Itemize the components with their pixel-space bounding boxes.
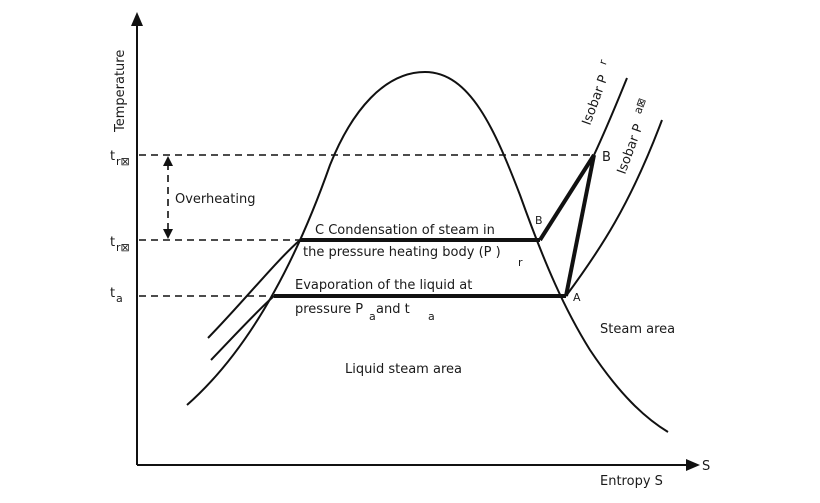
condensation-label-line1: C Condensation of steam in — [315, 223, 495, 238]
y-axis-arrow-icon — [131, 12, 143, 26]
liquid-steam-area-label: Liquid steam area — [345, 362, 462, 377]
y-axis-label: Temperature — [113, 50, 128, 133]
process-line-a-to-b — [564, 154, 596, 297]
t-a-tick: t a — [110, 286, 123, 305]
isobar-pr-curve — [593, 77, 628, 156]
point-a-label: A — [573, 291, 581, 304]
x-axis-arrow-icon — [686, 459, 700, 471]
process-line-b-to-b — [538, 153, 596, 242]
condensation-label-sub: r — [518, 256, 523, 269]
evaporation-label-line1: Evaporation of the liquid at — [295, 278, 472, 293]
t-r-label: t — [110, 235, 115, 250]
evaporation-label-line2a: pressure P — [295, 302, 363, 317]
overheating-arrow-up-icon — [163, 156, 173, 166]
axes — [131, 12, 700, 471]
x-axis-label: Entropy S — [600, 474, 663, 489]
evaporation-label-sub-t: a — [428, 310, 435, 323]
point-b-lower-label: B — [535, 214, 543, 227]
t-r-prime-tick: t r⊠ — [110, 149, 130, 168]
point-b-upper-label: B — [602, 150, 611, 165]
overheating-label: Overheating — [175, 192, 255, 207]
t-r-prime-label: t — [110, 149, 115, 164]
t-a-sub: a — [116, 292, 123, 305]
isobar-pa-sub: a⊠ — [631, 96, 649, 115]
t-r-sub: r⊠ — [116, 241, 130, 254]
isobar-pr-sub: r — [596, 58, 610, 67]
evaporation-label-sub-a: a — [369, 310, 376, 323]
evaporation-label-line2b: and t — [376, 302, 410, 317]
x-axis-arrow-label: S — [702, 459, 710, 474]
isobar-pa-curve — [565, 119, 663, 297]
isobar-pr-text: Isobar P — [580, 73, 612, 127]
isobar-pa-label: Isobar P a⊠ — [615, 96, 649, 176]
liquid-isobar-upper — [207, 239, 301, 339]
condensation-label-line2: the pressure heating body (P ) — [303, 245, 501, 260]
overheating-arrow-down-icon — [163, 229, 173, 239]
t-r-tick: t r⊠ — [110, 235, 130, 254]
t-a-label: t — [110, 286, 115, 301]
steam-area-label: Steam area — [600, 322, 675, 337]
liquid-isobar-lower — [210, 295, 275, 361]
t-r-prime-sub: r⊠ — [116, 155, 130, 168]
